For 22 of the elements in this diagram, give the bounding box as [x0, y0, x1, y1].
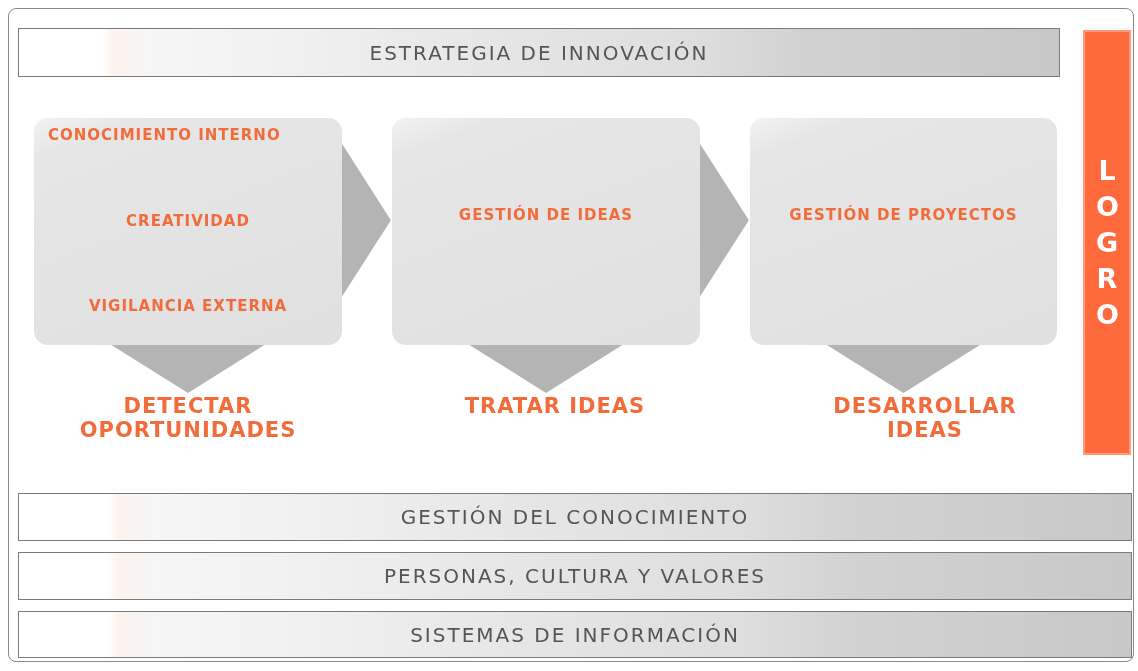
box-text: GESTIÓN DE PROYECTOS [789, 206, 1018, 224]
box-text: CONOCIMIENTO INTERNO [48, 126, 281, 144]
chevron-arrow [699, 142, 749, 298]
process-box [750, 118, 1057, 345]
chevron-arrow [110, 344, 266, 393]
banner-bar: ESTRATEGIA DE INNOVACIÓN [18, 28, 1060, 77]
stage-label: TRATAR IDEAS [455, 394, 655, 446]
banner-bar: GESTIÓN DEL CONOCIMIENTO [18, 493, 1132, 541]
banner-bar: PERSONAS, CULTURA Y VALORES [18, 552, 1132, 600]
process-box [392, 118, 700, 345]
chevron-arrow [468, 344, 624, 393]
banner-bar: SISTEMAS DE INFORMACIÓN [18, 611, 1132, 658]
box-text: CREATIVIDAD [126, 211, 250, 230]
stage-label: DESARROLLAR IDEAS [805, 394, 1045, 446]
chevron-arrow [341, 142, 391, 298]
process-box [34, 118, 342, 345]
vertical-label: LOGRO [1096, 153, 1118, 332]
box-text: GESTIÓN DE IDEAS [458, 206, 634, 224]
chevron-arrow [825, 344, 982, 393]
result-bar [1083, 30, 1131, 455]
stage-label: DETECTAR OPORTUNIDADES [60, 394, 316, 446]
box-text: VIGILANCIA EXTERNA [88, 297, 288, 315]
